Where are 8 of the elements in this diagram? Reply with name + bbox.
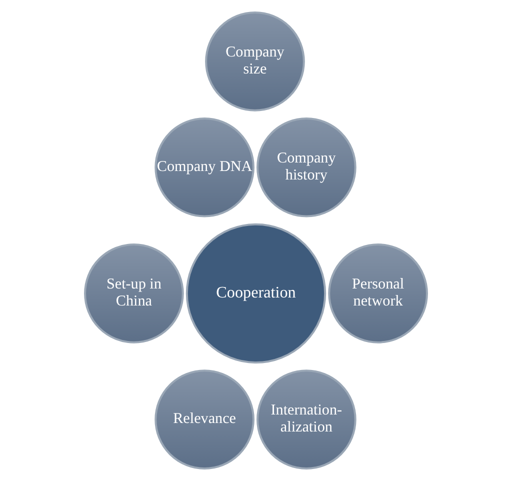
node-circle: Cooperation	[186, 223, 326, 364]
node-circle: Internation-alization	[256, 370, 356, 470]
node-circle: Company DNA	[154, 117, 254, 218]
node-circle: Relevance	[154, 370, 254, 470]
node-circle: Personal network	[328, 244, 428, 344]
node-circle: Set-up in China	[84, 244, 184, 344]
node-circle: Company size	[205, 12, 305, 112]
node-circle: Company history	[256, 117, 356, 218]
